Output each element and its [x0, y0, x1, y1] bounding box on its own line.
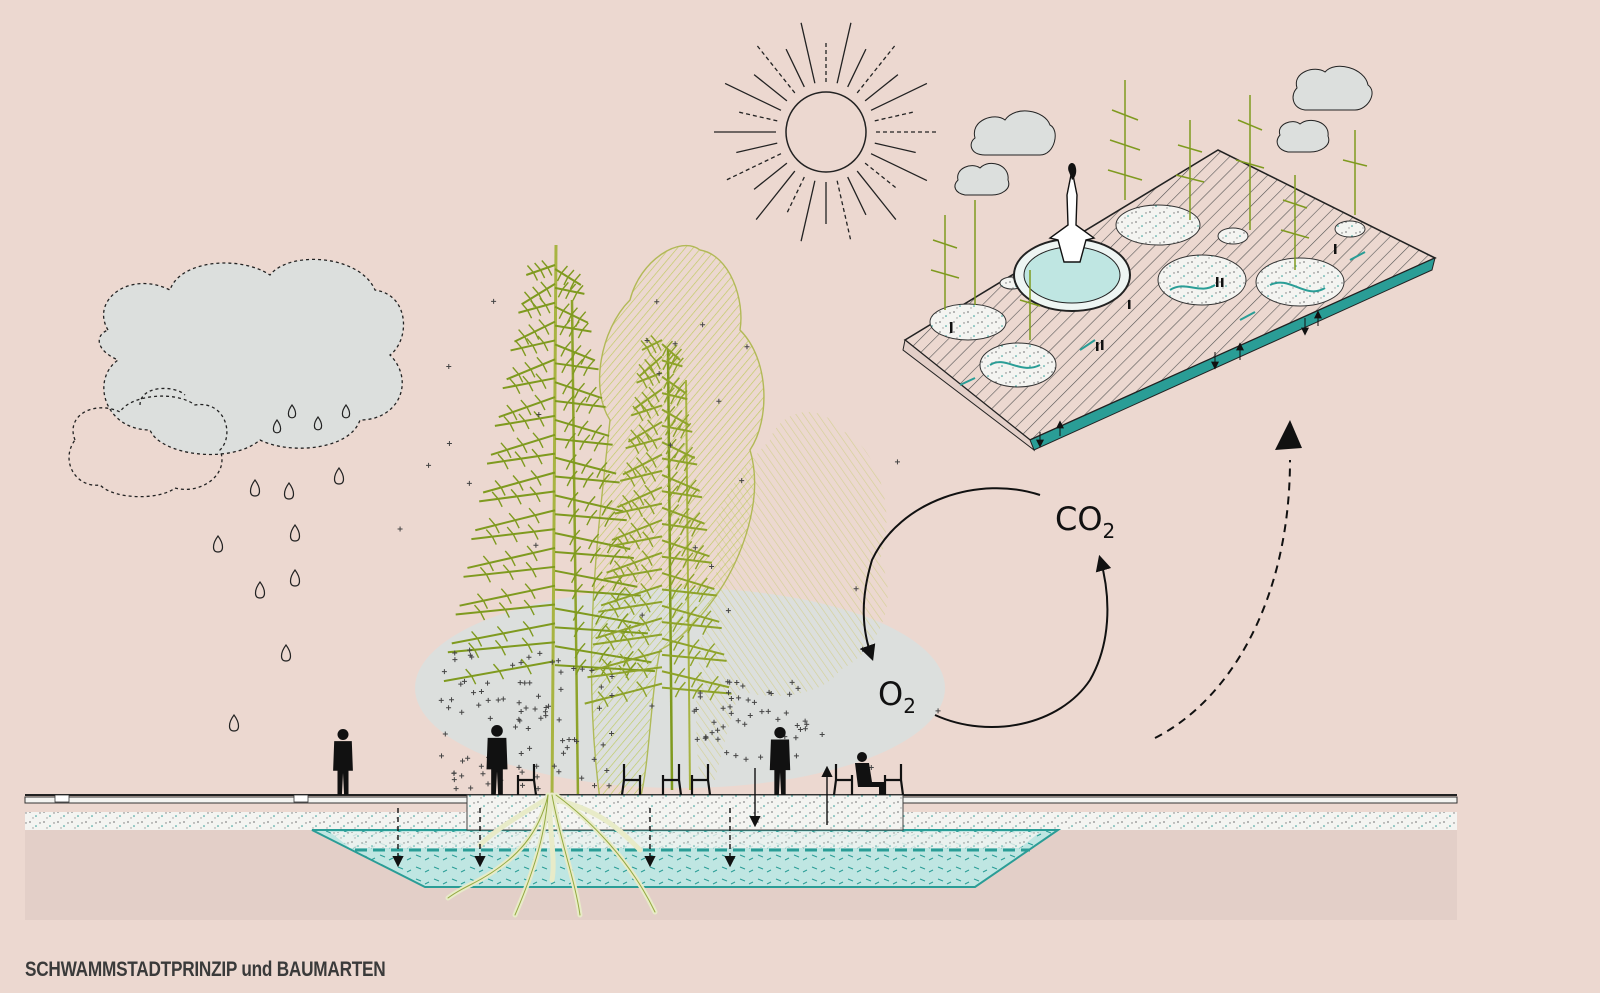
raindrop-icon — [313, 415, 323, 431]
oxygen-particles — [397, 298, 941, 792]
raindrop-icon — [272, 418, 282, 434]
sun-icon — [714, 22, 938, 242]
person-body — [486, 737, 508, 795]
deciduous-tree-light — [590, 244, 765, 801]
person-body — [769, 739, 791, 795]
infiltration-arrows — [392, 765, 833, 868]
person-body — [333, 741, 353, 795]
ground-section — [24, 794, 1458, 920]
raindrop-icon — [283, 481, 295, 500]
raindrop-icon — [289, 523, 301, 542]
people-silhouettes — [333, 725, 905, 796]
chair-icon — [661, 764, 683, 796]
raindrop-icon — [341, 403, 351, 419]
raindrop-icon — [254, 580, 266, 599]
chair-icon — [516, 764, 538, 796]
raindrop-icon — [287, 403, 297, 419]
raindrop-icon — [212, 534, 224, 553]
raindrop-icon — [289, 568, 301, 587]
chair-icon — [690, 764, 712, 796]
raindrop-icon — [249, 478, 261, 497]
o2-label: O2 — [878, 675, 916, 718]
raindrop-icon — [333, 466, 345, 485]
chair-icon — [883, 764, 905, 796]
transfer-arrow — [1154, 420, 1302, 739]
person-icon — [774, 727, 786, 739]
person-icon — [337, 729, 349, 740]
isometric-plaza — [902, 65, 1437, 452]
raindrop-icon — [280, 643, 292, 662]
conifer-trees — [443, 244, 732, 801]
co2-label: CO2 — [1055, 500, 1115, 543]
co2-o2-cycle — [860, 487, 1112, 728]
raindrop-icon — [228, 713, 240, 732]
raindrops — [212, 403, 351, 732]
figure-caption: SCHWAMMSTADTPRINZIP und BAUMARTEN — [25, 958, 386, 981]
person-icon — [491, 725, 503, 737]
chair-icon — [620, 764, 642, 796]
chair-icon — [832, 764, 854, 796]
rain-cloud — [68, 258, 405, 498]
